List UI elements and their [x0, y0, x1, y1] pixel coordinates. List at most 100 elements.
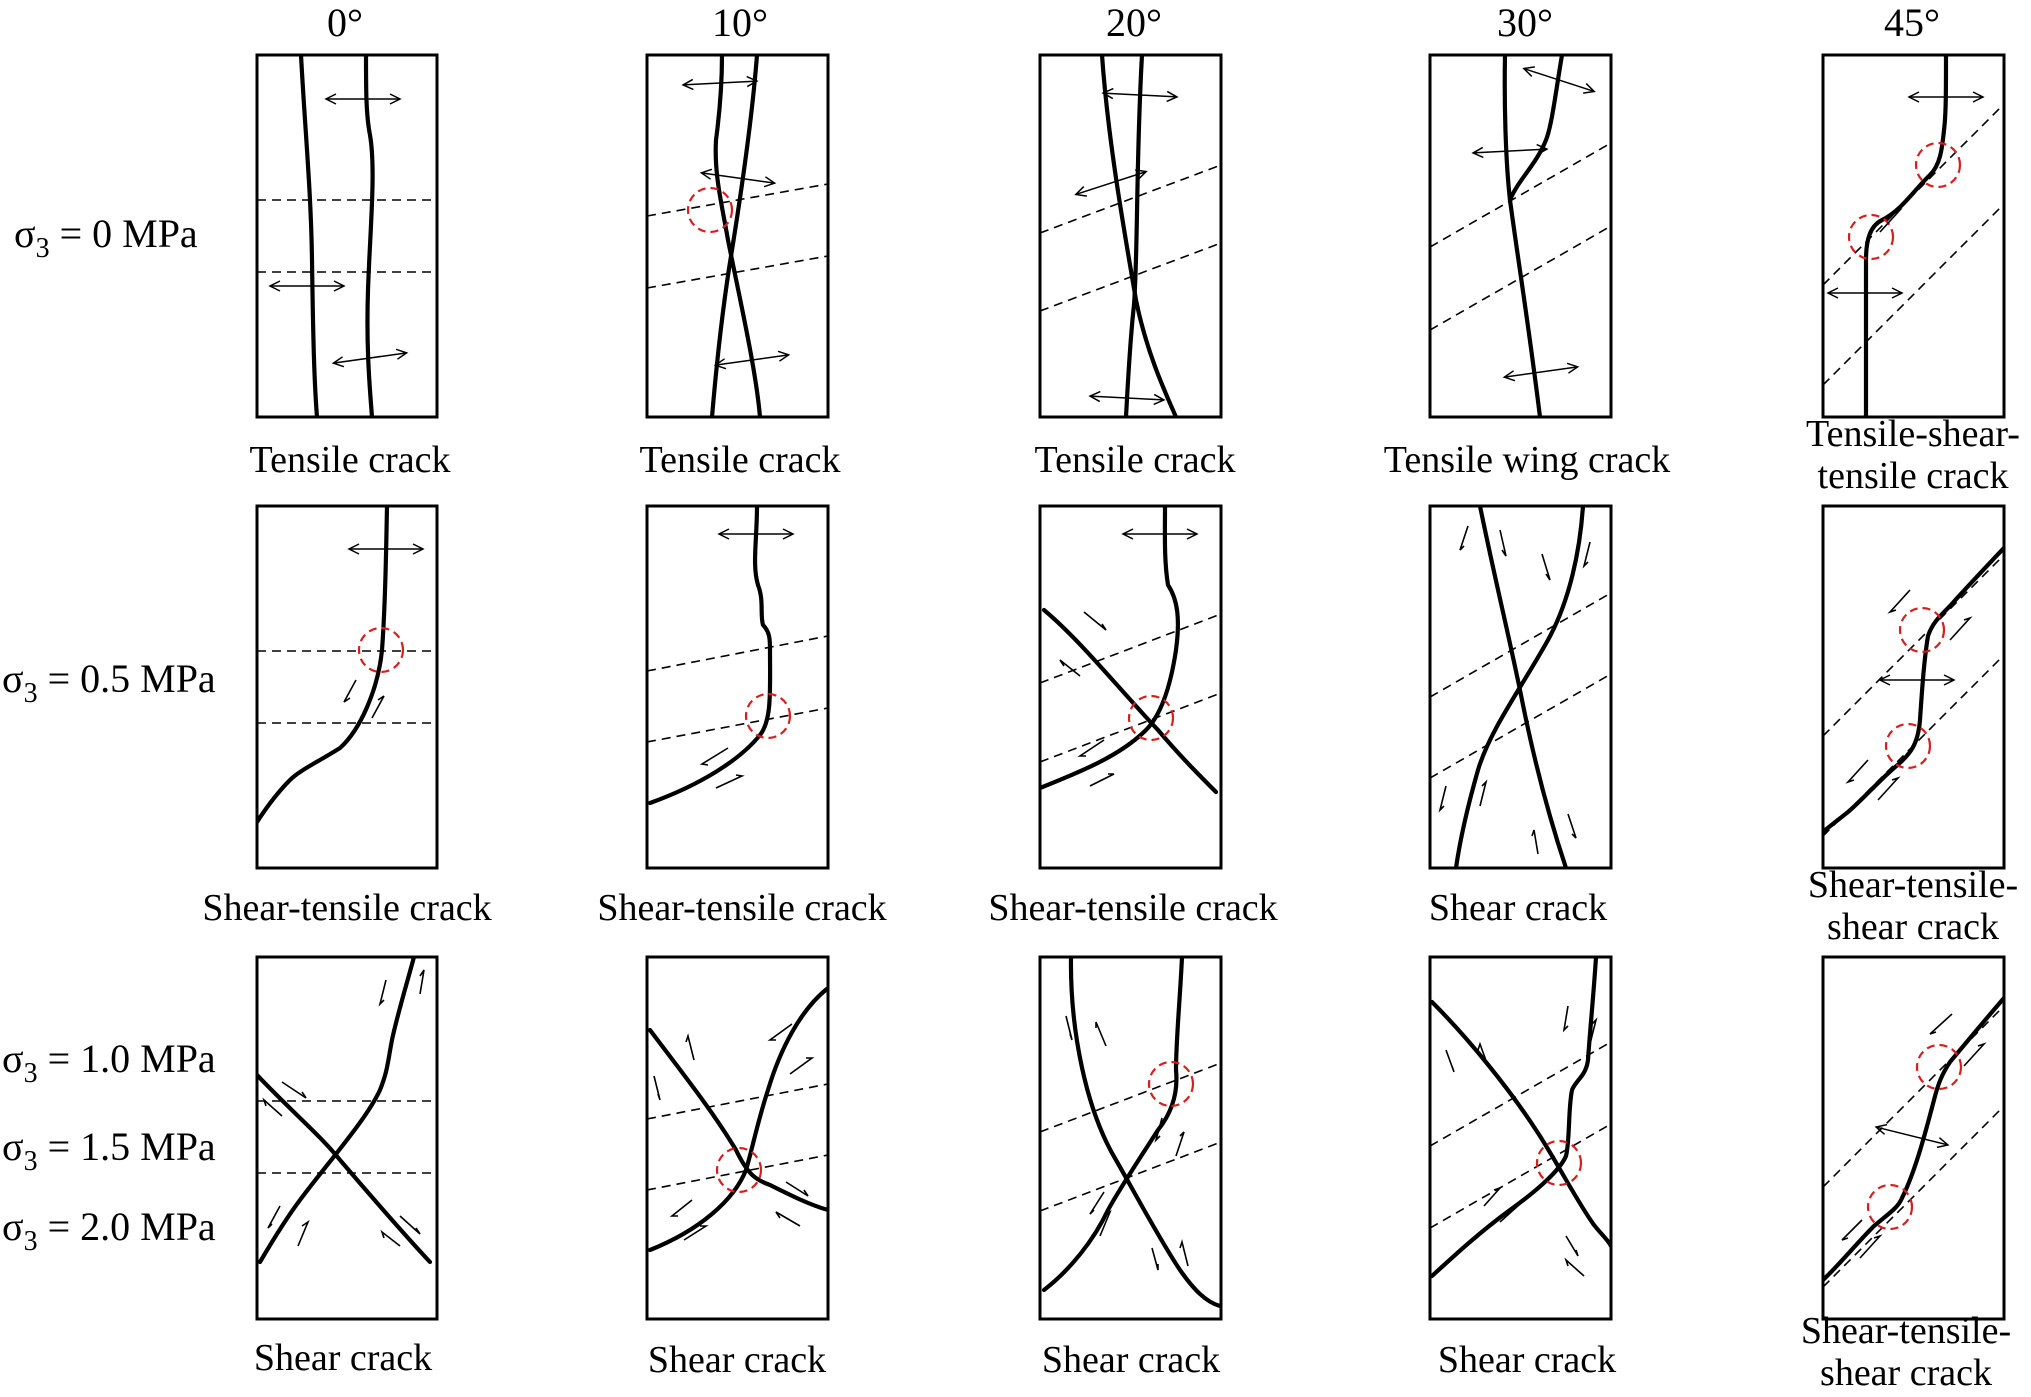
joint-lines	[647, 635, 828, 743]
specimen-frame	[255, 955, 439, 1321]
crack-type-caption: Shear crack	[254, 1337, 432, 1379]
angle-20: 20°	[1106, 0, 1162, 45]
panel-r1-10deg: Tensile crack	[640, 53, 840, 481]
crack-type-caption: Shear-tensile-shear crack	[1808, 864, 2018, 948]
crack-traces	[1823, 545, 2004, 835]
shear-arrows	[1879, 208, 1903, 233]
joint-lines	[1040, 164, 1221, 312]
shear-arrows	[699, 747, 745, 789]
panel-r3-45deg: Shear-tensile-shear crack	[1801, 955, 2011, 1394]
angle-headers: 0° 10° 20° 30° 45°	[327, 0, 1940, 45]
tension-arrows	[681, 75, 791, 370]
shear-arrows	[262, 969, 425, 1247]
crack-traces	[257, 506, 390, 825]
crack-traces	[1040, 506, 1219, 795]
specimen-frame	[645, 955, 830, 1321]
crack-type-caption: Shear-tensile-shear crack	[1801, 1310, 2011, 1394]
sigma3-0-5: σ3 = 0.5 MPa	[2, 656, 216, 709]
crack-type-caption: Tensile-shear-tensile crack	[1806, 413, 2020, 497]
panel-r3-10deg: Shear crack	[645, 955, 830, 1381]
crack-type-caption: Tensile crack	[250, 439, 451, 481]
panel-r2-10deg: Shear-tensile crack	[597, 504, 887, 929]
crack-type-caption: Shear-tensile crack	[202, 887, 491, 929]
panel-r3-30deg: Shear crack	[1428, 955, 1616, 1381]
sigma3-0: σ3 = 0 MPa	[14, 211, 198, 264]
crack-type-caption: Tensile crack	[1035, 439, 1236, 481]
tension-arrows	[717, 528, 795, 540]
tension-arrows	[347, 543, 425, 555]
red-markers	[744, 692, 792, 740]
panel-r3-20deg: Shear crack	[1038, 955, 1223, 1381]
specimen-frame	[1821, 504, 2006, 870]
panel-r1-45deg: Tensile-shear-tensile crack	[1806, 53, 2020, 497]
angle-0: 0°	[327, 0, 363, 45]
shear-arrows	[1845, 589, 1973, 801]
red-markers	[1535, 1139, 1583, 1187]
joint-lines	[1823, 554, 2004, 837]
shear-arrows	[1445, 1005, 1598, 1277]
specimen-frame	[1821, 955, 2006, 1321]
shear-arrows	[1065, 1015, 1189, 1271]
specimen-frame	[1038, 504, 1223, 870]
angle-30: 30°	[1497, 0, 1553, 45]
red-markers	[1884, 606, 1946, 770]
specimen-frame	[1038, 53, 1223, 419]
crack-traces	[1863, 55, 1949, 417]
crack-type-caption: Tensile wing crack	[1384, 439, 1670, 481]
red-markers	[715, 1146, 763, 1194]
angle-10: 10°	[712, 0, 768, 45]
specimen-frame	[255, 504, 439, 870]
crack-traces	[1823, 995, 2004, 1283]
crack-type-caption: Shear-tensile crack	[988, 887, 1277, 929]
red-markers	[1127, 694, 1175, 742]
specimen-frame	[255, 53, 439, 419]
panel-r1-0deg: Tensile crack	[250, 53, 451, 481]
specimen-frame	[1428, 504, 1613, 870]
panel-r3-0deg: Shear crack	[254, 955, 439, 1379]
joint-lines	[1823, 103, 2004, 386]
shear-arrows	[1841, 1013, 1987, 1259]
angle-45: 45°	[1884, 0, 1940, 45]
shear-arrows	[653, 1023, 815, 1241]
tension-arrows	[1471, 66, 1596, 382]
panel-r1-30deg: Tensile wing crack	[1384, 53, 1670, 481]
joint-lines	[1430, 142, 1611, 331]
crack-traces	[647, 985, 828, 1253]
red-markers	[357, 626, 405, 674]
joint-lines	[257, 199, 437, 273]
joint-lines	[647, 1083, 828, 1191]
red-markers	[1147, 1060, 1195, 1108]
specimen-frame	[645, 504, 830, 870]
crack-type-caption: Shear crack	[648, 1339, 826, 1381]
joint-lines	[647, 183, 828, 289]
tension-arrows	[1874, 1123, 1950, 1149]
tension-arrows	[1074, 87, 1179, 406]
panel-r1-20deg: Tensile crack	[1035, 53, 1236, 481]
crack-type-caption: Shear crack	[1438, 1339, 1616, 1381]
panel-r2-45deg: Shear-tensile-shear crack	[1808, 504, 2018, 948]
red-markers	[1847, 141, 1962, 261]
confining-pressure-labels: σ3 = 0 MPa σ3 = 0.5 MPa σ3 = 1.0 MPa σ3 …	[2, 211, 216, 1257]
sigma3-2-0: σ3 = 2.0 MPa	[2, 1204, 216, 1257]
joint-lines	[257, 650, 437, 724]
red-markers	[1866, 1043, 1963, 1231]
shear-arrows	[1438, 525, 1591, 855]
joint-lines	[1430, 1041, 1611, 1229]
joint-lines	[257, 1100, 437, 1174]
specimen-frame	[645, 53, 830, 419]
crack-traces	[1099, 55, 1179, 417]
specimen-frame	[1038, 955, 1223, 1321]
crack-traces	[298, 55, 375, 417]
crack-traces	[647, 506, 773, 806]
specimen-frame	[1428, 955, 1613, 1321]
specimen-frame	[1428, 53, 1613, 419]
sigma3-1-5: σ3 = 1.5 MPa	[2, 1124, 216, 1177]
tension-arrows	[1826, 91, 1985, 299]
shear-arrows	[1059, 611, 1115, 787]
crack-traces	[1430, 957, 1611, 1279]
crack-traces	[1502, 55, 1565, 417]
panel-r2-20deg: Shear-tensile crack	[988, 504, 1278, 929]
red-markers	[686, 186, 734, 234]
tension-arrows	[268, 93, 409, 368]
